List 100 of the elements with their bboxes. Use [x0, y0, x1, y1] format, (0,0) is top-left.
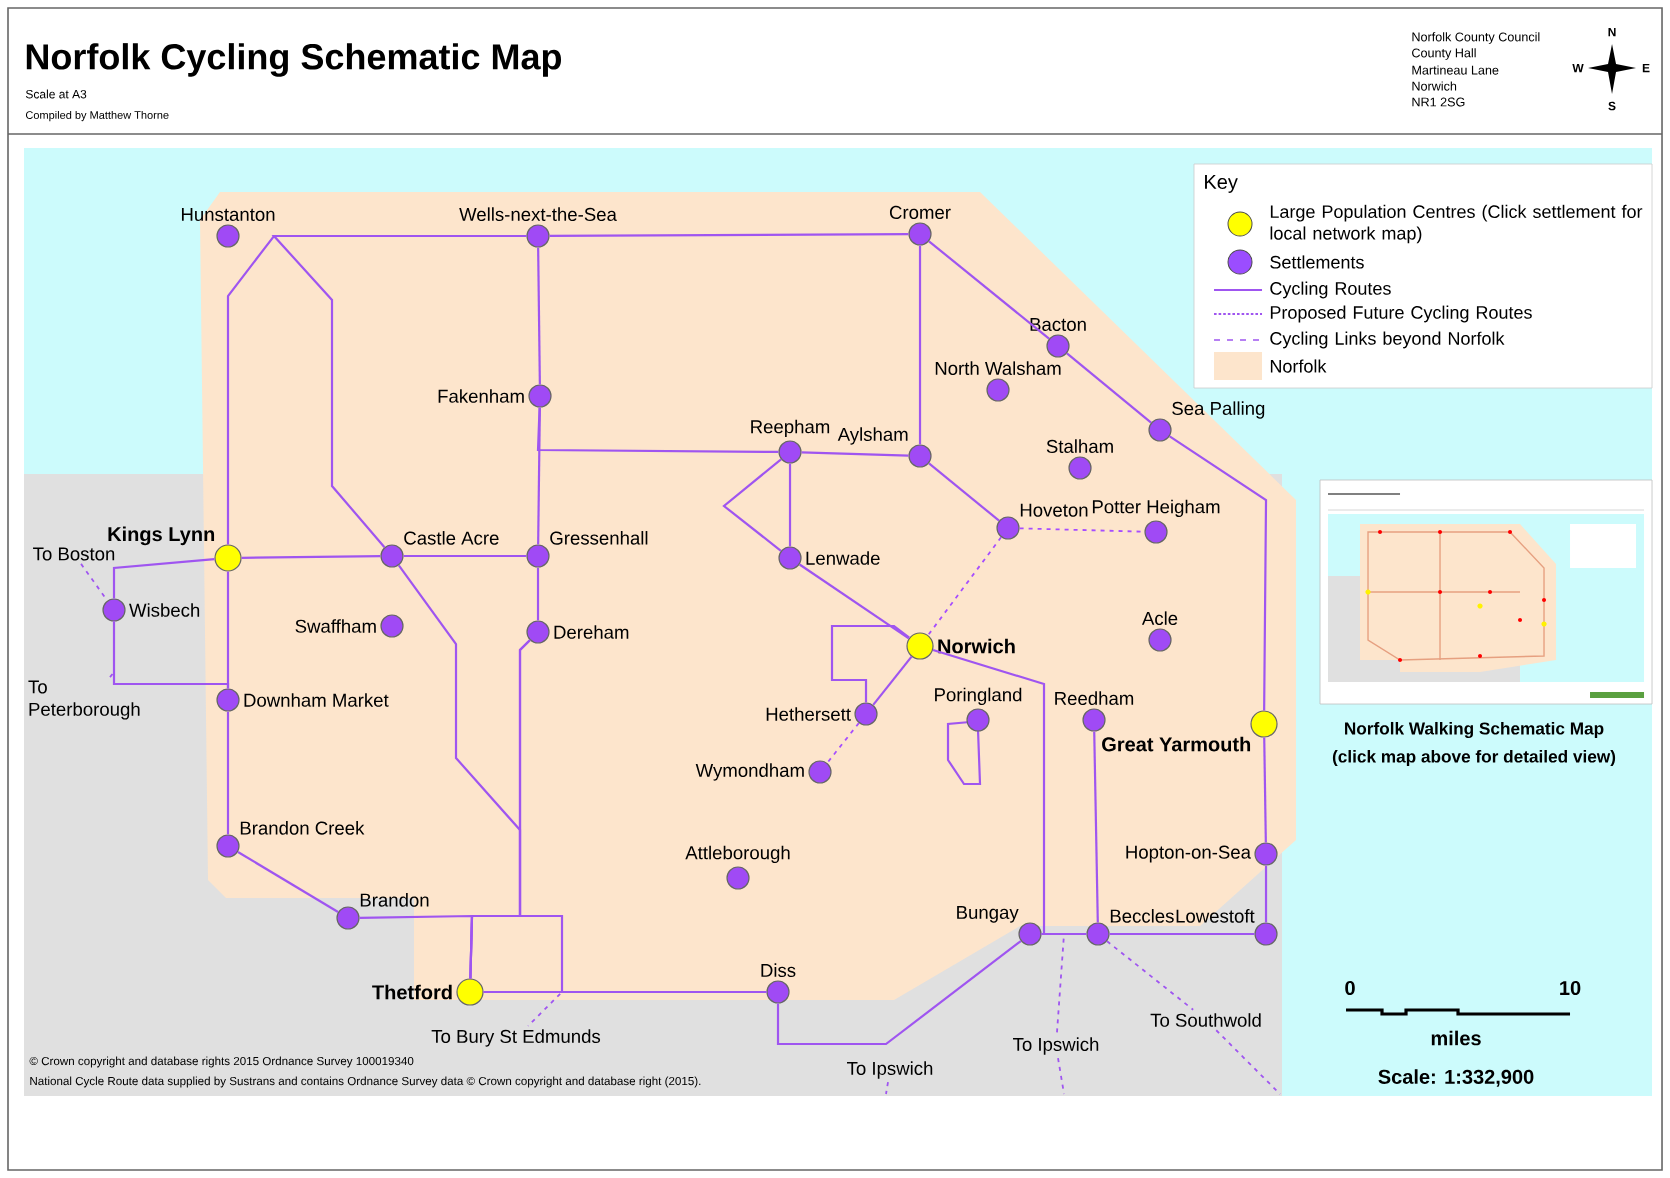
link-route	[826, 722, 860, 764]
place-name: Great Yarmouth	[1102, 736, 1251, 752]
settlement-marker	[216, 688, 389, 712]
cycle-route	[537, 247, 541, 385]
place-name: Hethersett	[766, 707, 851, 721]
settlement-marker	[996, 503, 1088, 540]
cycle-route	[801, 451, 909, 457]
place-name: Wells-next-the-Sea	[459, 207, 617, 221]
inset-caption: Norfolk Walking Schematic Map	[1345, 721, 1604, 739]
cycle-route	[928, 462, 1000, 522]
place-name: Wymondham	[695, 763, 804, 781]
settlement-marker	[957, 906, 1042, 946]
settlement-marker	[1046, 439, 1113, 480]
settlement-marker	[685, 845, 790, 890]
settlement-marker	[102, 598, 200, 622]
place-name: Brandon Creek	[240, 821, 365, 835]
link-route	[109, 620, 115, 678]
destination-label: To Boston	[33, 547, 115, 561]
place-name: Kings Lynn	[108, 526, 215, 546]
cycle-route	[928, 240, 1050, 340]
place-name: Downham Market	[244, 693, 389, 707]
place-name: Bungay	[957, 906, 1019, 923]
place-name: Beccles	[1110, 909, 1174, 923]
place-name: Hunstanton	[181, 208, 275, 221]
cycle-route	[799, 563, 910, 640]
legend-text: Norfolk	[1270, 359, 1327, 373]
cycle-route	[226, 711, 230, 835]
settlement-marker	[935, 361, 1061, 402]
settlement-marker	[751, 419, 830, 464]
cycle-route	[359, 914, 474, 979]
link-route	[1106, 940, 1195, 1011]
cycle-route	[112, 621, 230, 689]
legend-text: Large Population Centres (Click settlement for local network map)	[1270, 204, 1643, 244]
destination-label: To Southwold	[1150, 1013, 1261, 1027]
settlement-marker	[1141, 611, 1178, 652]
settlement-marker	[1102, 710, 1278, 752]
place-name: Attleborough	[685, 845, 790, 863]
destination-label: To Peterborough	[28, 680, 140, 720]
cycle-route	[403, 554, 527, 558]
place-name: Reepham	[751, 419, 830, 437]
settlement-marker	[526, 531, 648, 568]
settlement-marker	[695, 760, 832, 784]
cycle-route	[241, 555, 381, 559]
place-name: Hopton-on-Sea	[1126, 845, 1251, 863]
settlement-marker	[295, 614, 404, 638]
cycle-route	[1066, 352, 1152, 424]
settlement-marker	[1030, 318, 1086, 358]
place-name: Potter Heigham	[1092, 499, 1220, 517]
place-name: Thetford	[372, 984, 452, 1000]
settlement-marker	[778, 546, 880, 570]
link-route	[885, 1081, 889, 1095]
legend-text: Cycling Routes	[1270, 281, 1391, 299]
place-name: Aylsham	[837, 427, 908, 445]
cycle-route	[830, 624, 910, 703]
cycle-route	[237, 851, 339, 913]
cycle-route	[788, 463, 792, 547]
settlement-marker	[1086, 909, 1174, 946]
cycle-route	[918, 245, 922, 445]
place-name: Wisbech	[129, 603, 200, 617]
settlement-marker	[372, 978, 484, 1006]
place-name: Norwich	[938, 638, 1015, 654]
inset-caption: (click map above for detailed view)	[1332, 750, 1616, 767]
place-name: Brandon	[360, 893, 429, 907]
place-name: Hoveton	[1020, 503, 1088, 517]
settlement-marker	[526, 620, 629, 644]
settlement-marker	[889, 205, 951, 246]
place-name: Reedham	[1055, 691, 1134, 705]
place-name: Sea Palling	[1172, 401, 1265, 419]
place-name: Stalham	[1046, 439, 1113, 453]
settlement-marker	[1055, 691, 1134, 732]
settlement-marker	[761, 963, 796, 1004]
link-route	[1018, 527, 1146, 533]
settlement-marker	[380, 531, 499, 568]
cycle-route	[722, 458, 782, 552]
legend-text: Proposed Future Cycling Routes	[1270, 305, 1532, 323]
settlement-marker	[906, 632, 1015, 660]
cycle-route	[226, 571, 230, 689]
cycle-route	[1109, 932, 1255, 936]
place-name: Poringland	[935, 687, 1022, 705]
cycle-route	[872, 655, 913, 706]
scale-unit: miles	[1431, 1030, 1481, 1046]
place-name: Diss	[761, 963, 796, 977]
place-name: Acle	[1141, 611, 1178, 625]
cycle-route	[1093, 731, 1099, 923]
place-name: Lenwade	[806, 551, 880, 565]
cycle-route	[549, 232, 909, 238]
place-name: Castle Acre	[404, 531, 499, 545]
legend-text: Settlements	[1270, 255, 1364, 269]
place-name: North Walsham	[935, 361, 1061, 375]
cycle-route	[536, 567, 540, 621]
cycle-route	[776, 940, 1022, 1046]
cycle-route	[271, 234, 527, 548]
link-route	[1215, 1029, 1281, 1095]
place-name: Swaffham	[295, 619, 376, 633]
destination-label: To Ipswich	[847, 1061, 933, 1079]
link-route	[927, 536, 1002, 636]
settlement-marker	[1092, 499, 1220, 544]
settlement-marker	[336, 893, 429, 930]
map-title: Norfolk Cycling Schematic Map	[26, 43, 561, 77]
settlement-marker	[837, 427, 932, 468]
